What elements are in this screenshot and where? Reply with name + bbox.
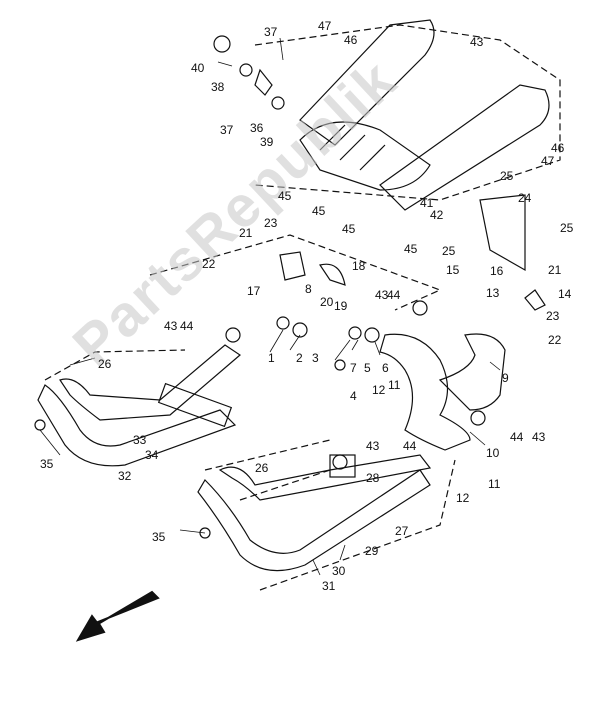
front-right-exhaust xyxy=(197,454,432,572)
callout-3: 3 xyxy=(312,351,319,365)
callout-41: 41 xyxy=(420,196,434,210)
front-left-exhaust xyxy=(37,344,241,467)
leader-lines xyxy=(39,37,501,576)
callout-21: 21 xyxy=(548,263,562,277)
callout-45: 45 xyxy=(342,222,356,236)
callout-25: 25 xyxy=(442,244,456,258)
callout-39: 39 xyxy=(260,135,274,149)
callout-7: 7 xyxy=(350,361,357,375)
callout-5: 5 xyxy=(364,361,371,375)
callout-24: 24 xyxy=(518,191,532,205)
callout-44: 44 xyxy=(510,430,524,444)
callout-43: 43 xyxy=(164,319,178,333)
callout-23: 23 xyxy=(264,216,278,230)
callout-18: 18 xyxy=(352,259,366,273)
callout-47: 47 xyxy=(541,154,555,168)
callout-22: 22 xyxy=(548,333,562,347)
callout-29: 29 xyxy=(365,544,379,558)
callout-46: 46 xyxy=(344,33,358,47)
callout-45: 45 xyxy=(312,204,326,218)
callout-43: 43 xyxy=(470,35,484,49)
callout-21: 21 xyxy=(239,226,253,240)
callout-38: 38 xyxy=(211,80,225,94)
callout-43: 43 xyxy=(366,439,380,453)
upper-mufflers xyxy=(299,19,550,211)
callout-32: 32 xyxy=(118,469,132,483)
callout-23: 23 xyxy=(546,309,560,323)
rear-header-pipe xyxy=(379,333,506,451)
callout-20: 20 xyxy=(320,295,334,309)
callout-31: 31 xyxy=(322,579,336,593)
callout-26: 26 xyxy=(98,357,112,371)
callout-8: 8 xyxy=(305,282,312,296)
callout-47: 47 xyxy=(318,19,332,33)
small-parts xyxy=(34,35,546,539)
callout-25: 25 xyxy=(560,221,574,235)
callout-45: 45 xyxy=(278,189,292,203)
rear-bracket xyxy=(479,194,526,272)
front-direction-arrow-icon xyxy=(75,590,160,642)
callout-16: 16 xyxy=(490,264,504,278)
callout-45: 45 xyxy=(404,242,418,256)
callout-35: 35 xyxy=(40,457,54,471)
callout-37: 37 xyxy=(264,25,278,39)
callout-36: 36 xyxy=(250,121,264,135)
callout-12: 12 xyxy=(372,383,386,397)
callout-33: 33 xyxy=(133,433,147,447)
callout-26: 26 xyxy=(255,461,269,475)
callout-34: 34 xyxy=(145,448,159,462)
callout-12: 12 xyxy=(456,491,470,505)
callout-19: 19 xyxy=(334,299,348,313)
callout-40: 40 xyxy=(191,61,205,75)
callout-44: 44 xyxy=(403,439,417,453)
callout-37: 37 xyxy=(220,123,234,137)
callout-30: 30 xyxy=(332,564,346,578)
callout-35: 35 xyxy=(152,530,166,544)
callout-9: 9 xyxy=(502,371,509,385)
callout-1: 1 xyxy=(268,351,275,365)
callout-11: 11 xyxy=(388,378,401,392)
callout-43: 43 xyxy=(375,288,389,302)
callout-11: 11 xyxy=(488,477,501,491)
callout-13: 13 xyxy=(486,286,500,300)
callout-25: 25 xyxy=(500,169,514,183)
callout-44: 44 xyxy=(180,319,194,333)
callout-44: 44 xyxy=(387,288,401,302)
callout-6: 6 xyxy=(382,361,389,375)
callout-14: 14 xyxy=(558,287,572,301)
callout-28: 28 xyxy=(366,471,380,485)
callout-22: 22 xyxy=(202,257,216,271)
callout-10: 10 xyxy=(486,446,500,460)
callout-43: 43 xyxy=(532,430,546,444)
callout-4: 4 xyxy=(350,389,357,403)
callout-27: 27 xyxy=(395,524,409,538)
callout-15: 15 xyxy=(446,263,460,277)
callout-42: 42 xyxy=(430,208,444,222)
callout-46: 46 xyxy=(551,141,565,155)
callout-17: 17 xyxy=(247,284,261,298)
callout-2: 2 xyxy=(296,351,303,365)
